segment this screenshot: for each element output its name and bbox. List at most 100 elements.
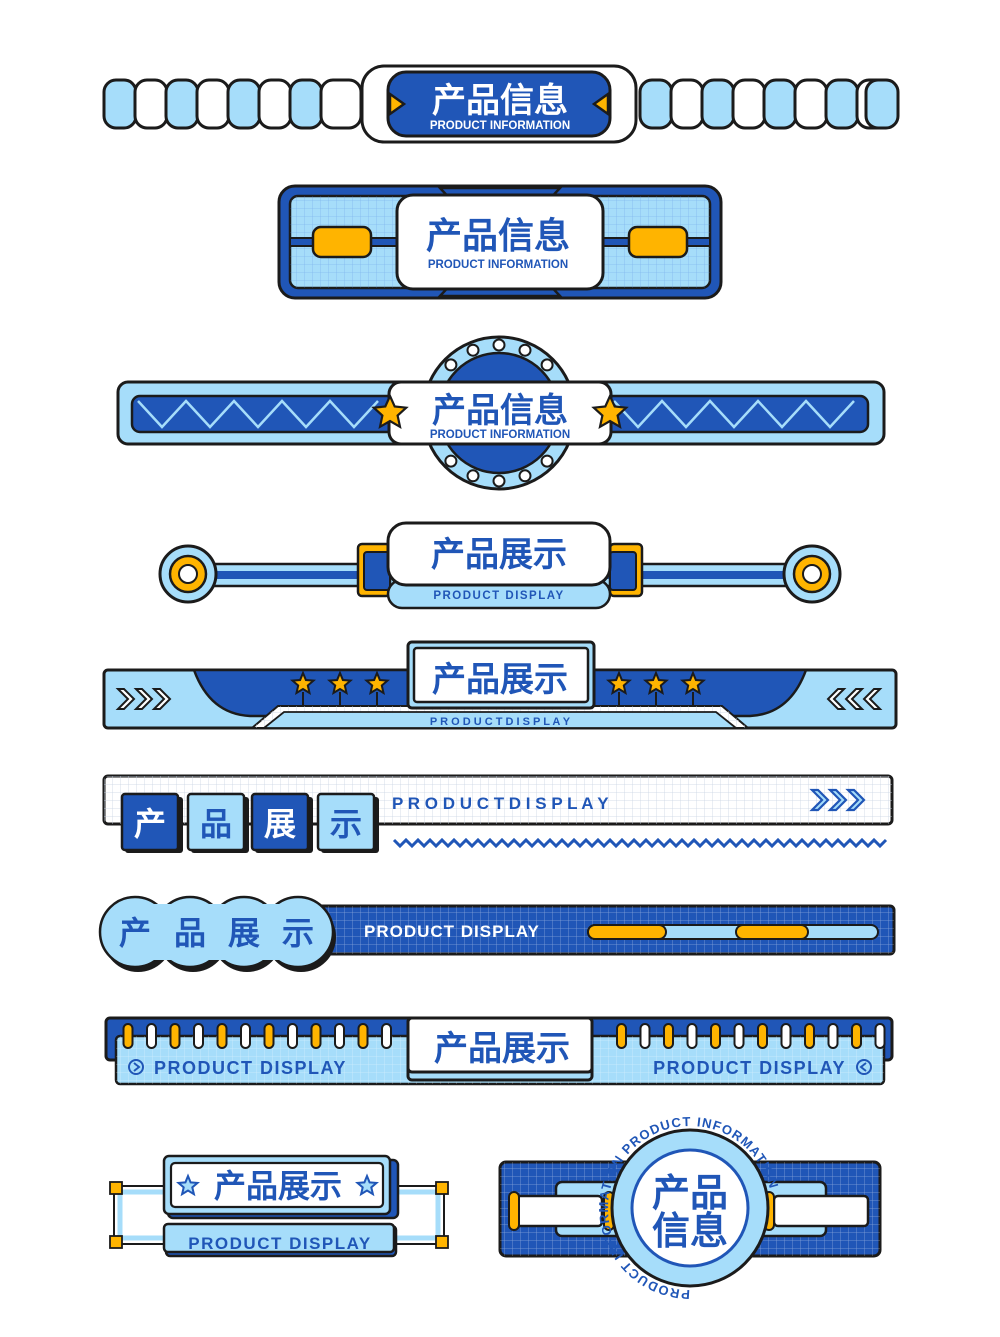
binder-ring — [851, 1023, 862, 1049]
pill-segment — [700, 78, 736, 130]
circle-char: 产 — [119, 914, 151, 952]
ring-dot — [540, 358, 554, 372]
circle-char: 示 — [282, 914, 314, 952]
back-icon — [856, 1059, 872, 1075]
pill-segment — [731, 78, 767, 130]
binder-rings — [122, 1023, 886, 1049]
banner-4-product-display: 产品展示 PRODUCT DISPLAY — [158, 521, 842, 610]
banner-6-product-display: 产品展示 P R O D U C T D I S P L A Y — [102, 774, 894, 853]
banner-8-product-display: PRODUCT DISPLAY PRODUCT DISPLAY 产品展示 — [104, 1016, 894, 1086]
chevron-icon — [115, 688, 136, 710]
chevron-icon — [809, 788, 830, 812]
pill-segment — [195, 78, 231, 130]
banner-3-product-information: 产品信息 PRODUCT INFORMATION — [116, 335, 886, 491]
ring-dot — [466, 469, 480, 483]
binder-ring — [780, 1023, 792, 1049]
star-icon — [591, 393, 629, 429]
pill-segment — [793, 78, 829, 130]
banner-9-product-display: PRODUCT DISPLAY 产品展示 — [109, 1154, 449, 1258]
title: 产品信息 — [432, 81, 568, 121]
binder-ring — [733, 1023, 745, 1049]
subtitle-left: PRODUCT DISPLAY — [154, 1058, 347, 1078]
binder-ring — [169, 1023, 181, 1049]
pill-segment — [824, 78, 860, 130]
subtitle: PRODUCT DISPLAY — [188, 1234, 371, 1253]
character-circles: 产品展示 — [98, 895, 336, 972]
binder-ring — [874, 1023, 886, 1049]
tile-char: 展 — [264, 805, 296, 843]
binder-ring — [334, 1023, 345, 1049]
pill-chain-decoration — [102, 78, 900, 130]
ring-dot — [518, 469, 532, 483]
binder-ring — [710, 1023, 721, 1049]
chevron-icon — [151, 688, 172, 710]
subtitle: PRODUCT DISPLAY — [364, 922, 540, 941]
chevrons-left-icon — [826, 688, 883, 710]
ring-dot — [444, 358, 458, 372]
ring-dot — [492, 474, 506, 488]
binder-ring — [310, 1023, 322, 1049]
chevron-icon — [862, 688, 883, 710]
binder-ring — [216, 1023, 228, 1049]
star-icon — [327, 670, 353, 695]
title-line-2: 信息 — [652, 1209, 728, 1253]
chevron-icon — [826, 688, 847, 710]
pill-segment — [864, 78, 900, 130]
star-icon — [680, 670, 706, 695]
pill-segment — [226, 78, 262, 130]
star-icon — [643, 670, 669, 695]
title: 产品信息 — [432, 391, 568, 431]
pill-segment — [164, 78, 200, 130]
character-tile — [120, 792, 180, 852]
pill-segment — [319, 78, 363, 130]
title: 产品信息 — [426, 216, 570, 257]
arrow-left-icon — [591, 91, 610, 117]
character-tile — [316, 792, 376, 852]
binder-ring — [240, 1023, 251, 1049]
binder-ring — [616, 1023, 627, 1049]
star-icon — [355, 1173, 379, 1197]
binder-ring — [122, 1023, 134, 1049]
star-row — [290, 670, 706, 705]
binder-ring — [357, 1023, 369, 1049]
progress-segment — [735, 924, 809, 940]
binder-ring — [827, 1023, 839, 1049]
pill-segment — [638, 78, 674, 130]
circle-char: 展 — [228, 914, 260, 952]
binder-ring — [263, 1023, 275, 1049]
subtitle: P R O D U C T D I S P L A Y — [392, 794, 609, 813]
character-tile — [186, 792, 246, 852]
chevrons-right-icon — [809, 788, 866, 812]
binder-ring — [663, 1023, 674, 1049]
binder-ring — [381, 1023, 392, 1049]
tile-char: 示 — [330, 805, 362, 843]
binder-ring — [287, 1023, 298, 1049]
yellow-capsule-left — [311, 225, 373, 259]
subtitle: PRODUCT INFORMATION — [430, 120, 570, 132]
ring-dot — [492, 338, 506, 352]
ring-dot — [466, 343, 480, 357]
character-tile — [250, 792, 310, 852]
arrow-right-icon — [388, 91, 407, 117]
star-icon — [176, 1173, 200, 1197]
title: 产品展示 — [432, 660, 568, 700]
star-icon — [606, 670, 632, 695]
banner-7-product-display: 产品展示 PRODUCT DISPLAY — [98, 895, 896, 972]
progress-segment — [587, 924, 667, 940]
title: 产品展示 — [434, 1029, 570, 1069]
ring-dot — [540, 454, 554, 468]
pill-segment — [669, 78, 705, 130]
yellow-capsule-right — [627, 225, 689, 259]
subtitle-right: PRODUCT DISPLAY — [653, 1058, 846, 1078]
character-tiles: 产品展示 — [120, 792, 379, 853]
pill-segment — [257, 78, 293, 130]
subtitle: PRODUCT INFORMATION — [430, 429, 570, 441]
chevron-icon — [827, 788, 848, 812]
banner-5-product-display: 产品展示 P R O D U C T D I S P L A Y — [102, 640, 898, 730]
pill-segment — [288, 78, 324, 130]
title: 产品展示 — [431, 535, 567, 575]
banner-1-product-information: 产品信息 PRODUCT INFORMATION — [102, 64, 900, 144]
banner-2-product-information: 产品信息 PRODUCT INFORMATION — [277, 184, 723, 300]
subtitle: P R O D U C T D I S P L A Y — [430, 716, 571, 728]
